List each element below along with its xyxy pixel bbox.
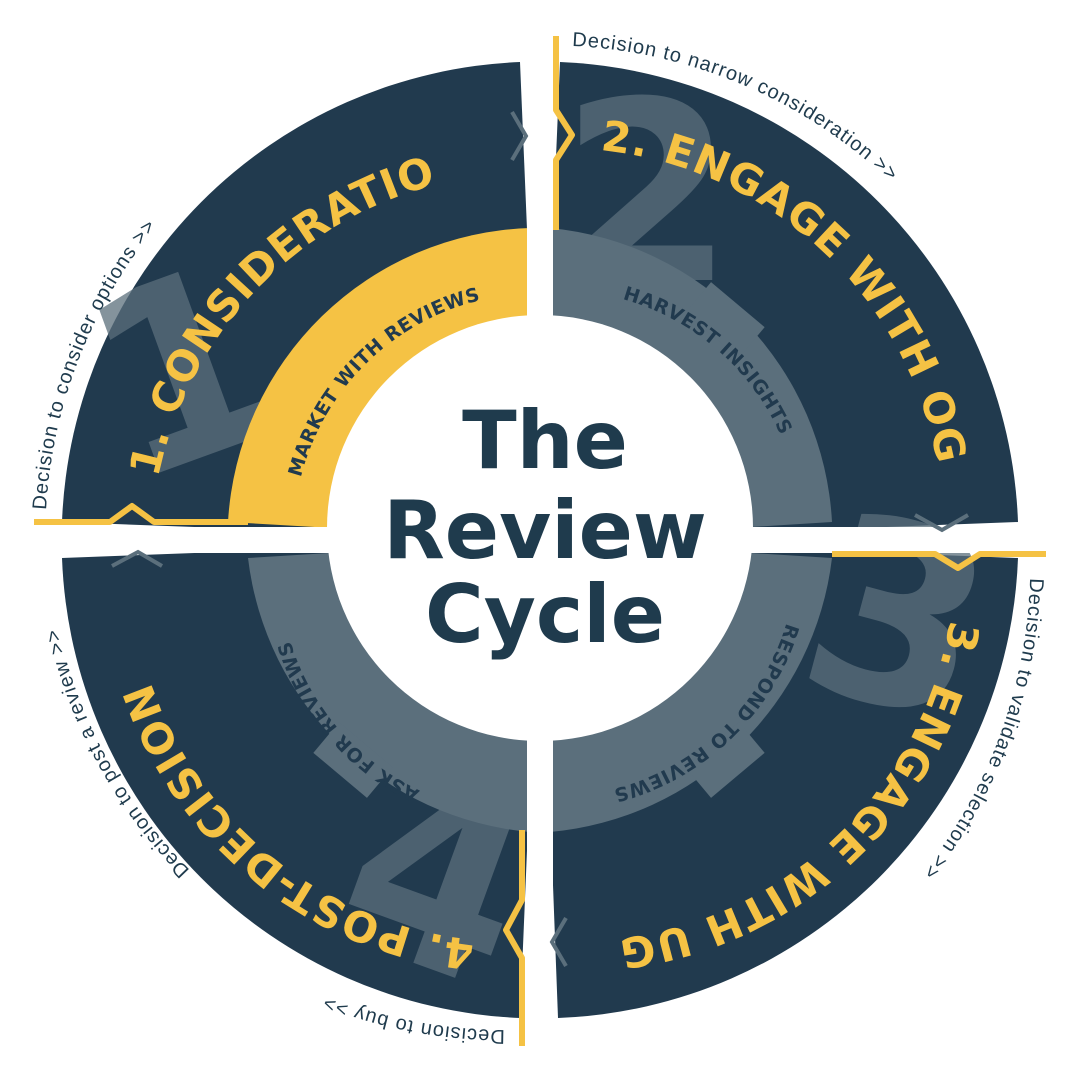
gear-tooth bbox=[685, 282, 765, 358]
zigzag-dividers bbox=[34, 36, 1046, 1046]
center-circle bbox=[327, 315, 753, 741]
chevron-right-icon bbox=[510, 110, 529, 162]
chevron-down-icon bbox=[914, 513, 969, 533]
gear-tooth bbox=[313, 282, 393, 358]
chevron-up-icon bbox=[111, 549, 164, 568]
title-line-3: Cycle bbox=[425, 568, 665, 661]
title-line-2: Review bbox=[383, 484, 707, 577]
direction-chevrons bbox=[111, 110, 969, 968]
center-title: The Review Cycle bbox=[383, 394, 707, 661]
title-line-1: The bbox=[462, 394, 628, 487]
chevron-left-icon bbox=[549, 916, 568, 968]
gear-tooth bbox=[685, 722, 765, 798]
gear-tooth bbox=[313, 722, 393, 798]
